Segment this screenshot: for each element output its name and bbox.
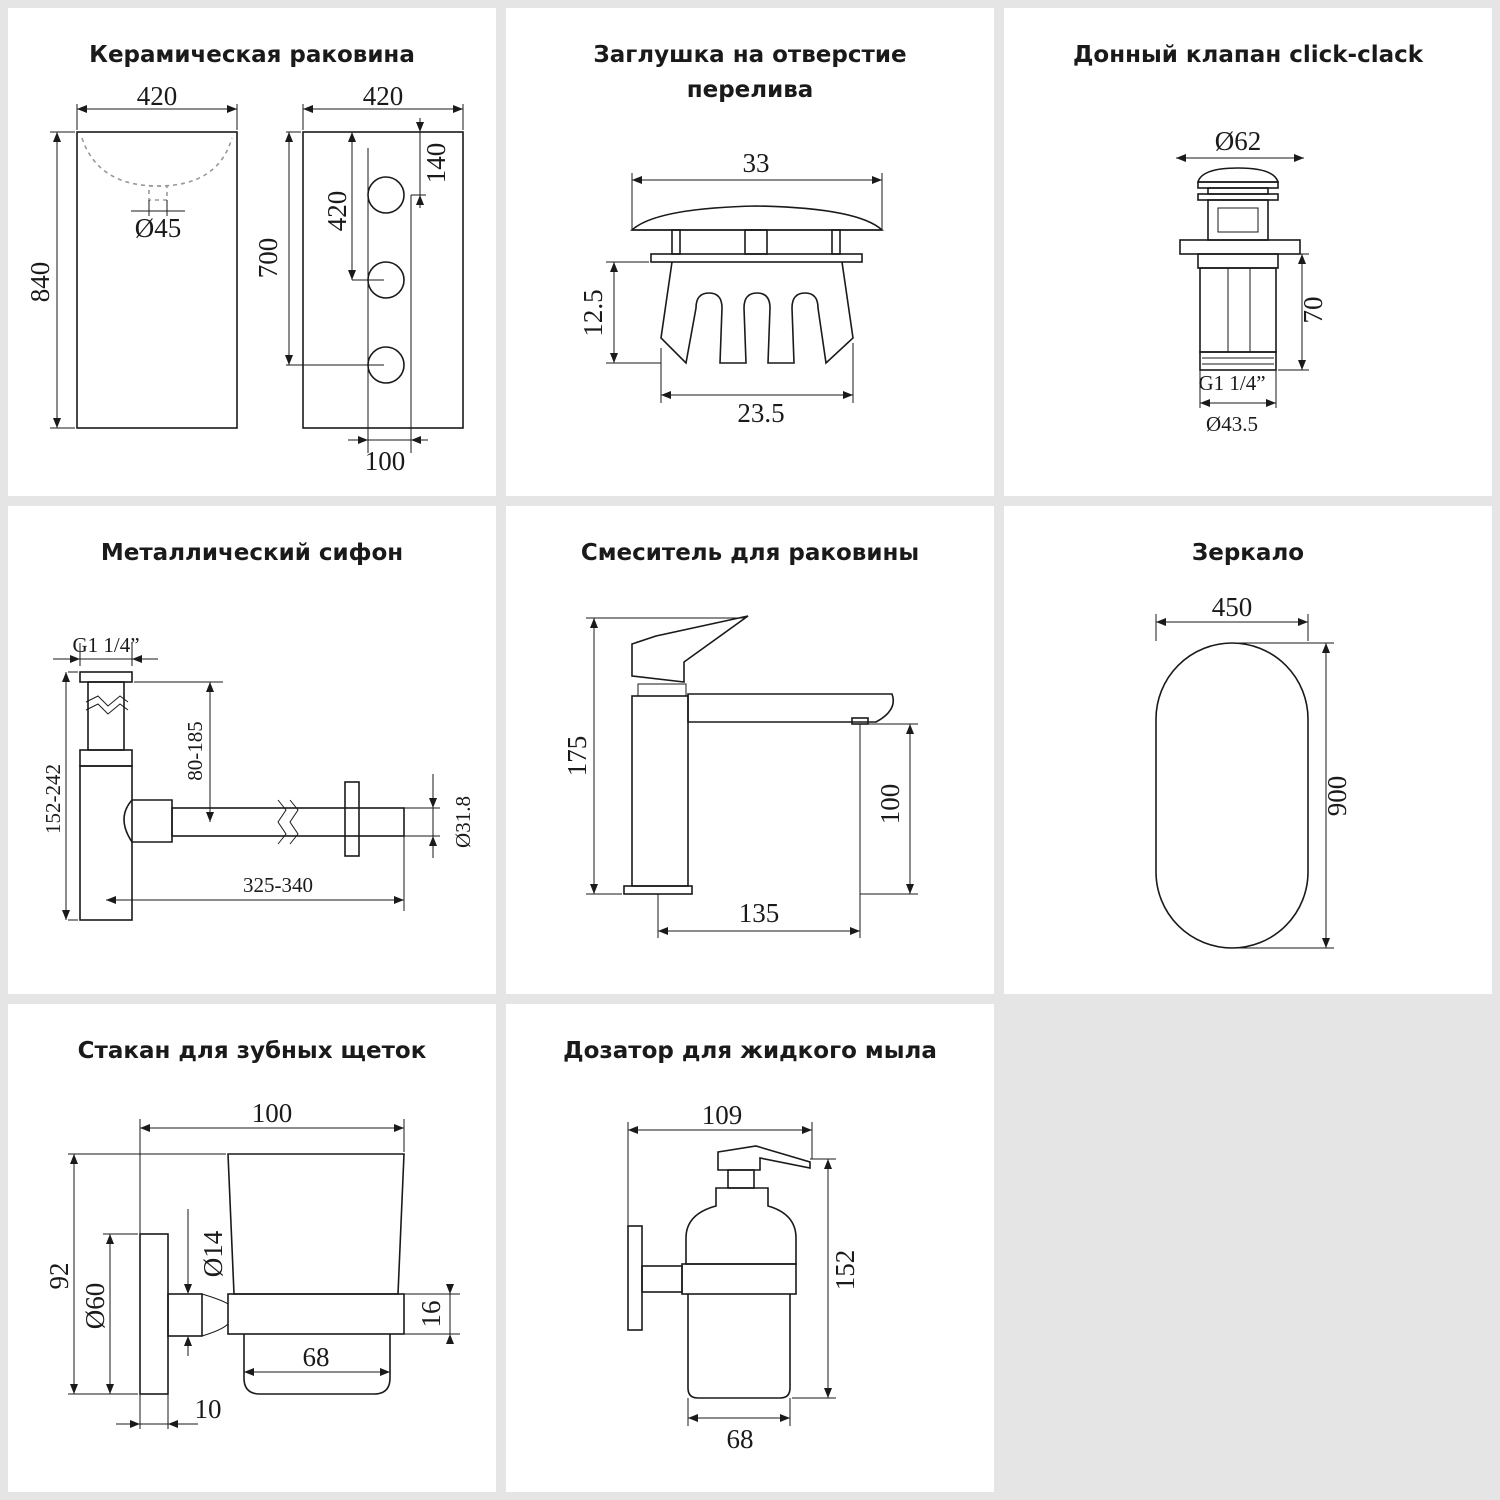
holder-height-label: 92 xyxy=(44,1263,74,1290)
glass-bottom xyxy=(243,1334,391,1395)
dispenser-container xyxy=(687,1294,791,1399)
front-width-label: 420 xyxy=(137,81,178,111)
dispenser-height-label: 152 xyxy=(830,1250,860,1291)
click-clack-drain-drawing: Ø62 70 G1 1/4” Ø43.5 xyxy=(1176,126,1328,436)
metal-siphon-drawing: G1 1/4” 152-242 80-185 Ø31.8 xyxy=(41,633,475,921)
soap-dispenser-drawing: 109 152 68 xyxy=(627,1100,860,1454)
panel-metal-siphon: Металлический сифон G1 1/4” 152-242 8 xyxy=(8,506,496,994)
mixer-height-label: 175 xyxy=(562,736,592,777)
drain-diameter-label: Ø62 xyxy=(1215,126,1262,156)
overflow-cap-drawing: 33 12.5 23.5 xyxy=(578,148,885,428)
panel-mirror: Зеркало 450 900 xyxy=(1004,506,1492,994)
mixer-spout-height-label: 100 xyxy=(875,784,905,825)
panel-overflow-cap: Заглушка на отверстие перелива 33 12.5 2… xyxy=(506,8,994,496)
drain-cap xyxy=(1196,167,1280,183)
holder-ring xyxy=(227,1293,405,1335)
hole-top xyxy=(367,176,405,214)
mirror-outline xyxy=(1155,642,1309,949)
holder-arm xyxy=(167,1293,203,1337)
cap-legs xyxy=(660,261,854,365)
height-label: 840 xyxy=(25,262,55,303)
siphon-inlet-pipe xyxy=(87,681,125,751)
panel-basin-mixer: Смеситель для раковины 175 100 135 xyxy=(506,506,994,994)
mixer-base xyxy=(623,885,693,895)
siphon-outlet-pipe xyxy=(171,807,405,837)
siphon-thread-label: G1 1/4” xyxy=(72,633,139,657)
basin-hidden-line xyxy=(81,137,233,187)
siphon-outlet-height-label: 80-185 xyxy=(183,721,207,781)
glass-outline xyxy=(227,1153,405,1295)
panel-title: Зеркало xyxy=(1191,540,1305,566)
panel-click-clack: Донный клапан click-clack Ø62 70 G1 1/4” xyxy=(1004,8,1492,496)
drain-thread-label: G1 1/4” xyxy=(1198,371,1265,395)
siphon-wall-flange xyxy=(344,781,360,857)
siphon-nut xyxy=(79,671,133,683)
mirror-height-label: 900 xyxy=(1322,776,1352,817)
drain-hidden xyxy=(148,185,168,201)
toothbrush-holder-drawing: 100 92 Ø60 Ø14 16 68 xyxy=(44,1098,460,1429)
dispenser-wall-base xyxy=(627,1225,643,1331)
top-offset-label: 140 xyxy=(421,143,451,184)
pump-stem xyxy=(727,1169,755,1189)
drain-body-upper xyxy=(1207,199,1269,241)
wall-base xyxy=(139,1233,169,1395)
dispenser-arm xyxy=(641,1265,683,1293)
side-width-label: 420 xyxy=(363,81,404,111)
siphon-length-label: 325-340 xyxy=(243,873,313,897)
sink-side-outline xyxy=(302,131,464,429)
base-diameter-label: Ø60 xyxy=(80,1283,110,1330)
cap-dome xyxy=(629,205,885,231)
siphon-joint xyxy=(123,799,173,843)
mirror-width-label: 450 xyxy=(1212,592,1253,622)
cap-inner-width-label: 23.5 xyxy=(737,398,784,428)
siphon-height-label: 152-242 xyxy=(41,764,65,834)
panel-title: Керамическая раковина xyxy=(89,42,415,68)
container-width-label: 68 xyxy=(727,1424,754,1454)
cap-flange xyxy=(650,253,863,263)
siphon-bottle xyxy=(79,765,133,921)
panel-title: Металлический сифон xyxy=(100,540,404,566)
hole-top-label: 420 xyxy=(322,191,352,232)
pump-head xyxy=(717,1145,811,1171)
dispenser-ring xyxy=(681,1263,797,1295)
panel-ceramic-sink: Керамическая раковина 420 Ø45 840 420 xyxy=(8,8,496,496)
panel-soap-dispenser: Дозатор для жидкого мыла 109 152 68 xyxy=(506,1004,994,1492)
drain-flange xyxy=(1179,239,1301,255)
cap-width-label: 33 xyxy=(743,148,770,178)
panel-title: Заглушка на отверстие перелива xyxy=(593,42,907,103)
ceramic-sink-drawing: 420 Ø45 840 420 100 70 xyxy=(25,81,464,476)
drain-thread xyxy=(1199,351,1277,371)
panel-title: Донный клапан click-clack xyxy=(1072,42,1424,68)
siphon-pipe-diameter-label: Ø31.8 xyxy=(451,796,475,848)
glass-width-label: 68 xyxy=(303,1342,330,1372)
mixer-reach-label: 135 xyxy=(739,898,780,928)
panel-title: Дозатор для жидкого мыла xyxy=(563,1038,937,1064)
siphon-collar xyxy=(79,749,133,767)
drain-tube xyxy=(1199,267,1277,353)
drain-length-label: 70 xyxy=(1298,297,1328,324)
mixer-body xyxy=(631,695,689,887)
dispenser-width-label: 109 xyxy=(702,1100,743,1130)
dispenser-neck xyxy=(685,1187,797,1265)
panel-title: Смеситель для раковины xyxy=(580,540,920,566)
sink-front-outline xyxy=(76,131,238,429)
panel-toothbrush-holder: Стакан для зубных щеток 100 92 Ø60 Ø14 xyxy=(8,1004,496,1492)
mirror-drawing: 450 900 xyxy=(1155,592,1352,949)
mixer-handle xyxy=(631,615,749,683)
holder-width-label: 100 xyxy=(252,1098,293,1128)
basin-mixer-drawing: 175 100 135 xyxy=(562,615,918,938)
holder-diameter-label: Ø14 xyxy=(198,1230,228,1277)
mixer-spout xyxy=(687,693,895,723)
hole-height-label: 700 xyxy=(253,238,283,279)
hole-offset-label: 100 xyxy=(365,446,406,476)
base-depth-label: 10 xyxy=(195,1394,222,1424)
cap-height-label: 12.5 xyxy=(578,289,608,336)
drain-diameter-label: Ø45 xyxy=(135,213,182,243)
panel-title: Стакан для зубных щеток xyxy=(77,1038,427,1064)
drain-thread-diameter-label: Ø43.5 xyxy=(1206,412,1258,436)
ring-height-label: 16 xyxy=(416,1301,446,1328)
